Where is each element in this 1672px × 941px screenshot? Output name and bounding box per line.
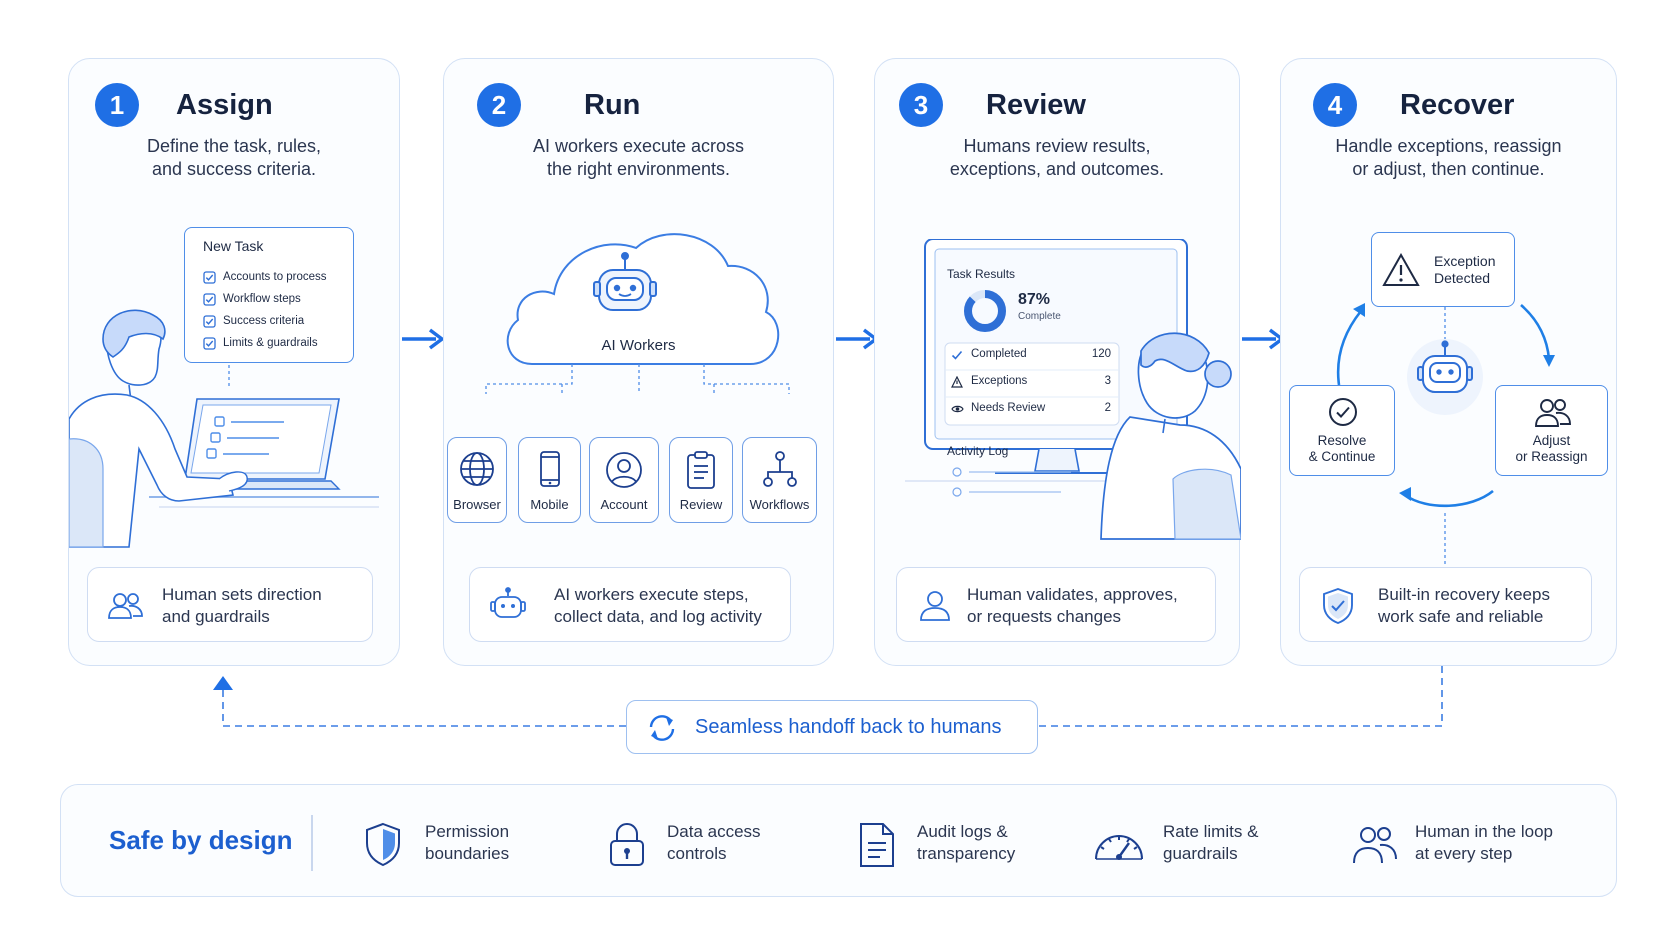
tile-review: Review xyxy=(669,437,733,523)
checkbox-icon xyxy=(203,336,216,350)
flow-arrow-icon xyxy=(836,328,878,350)
checkbox-icon xyxy=(203,314,216,328)
workflow-icon xyxy=(762,451,797,487)
completion-donut-arc xyxy=(964,290,1006,332)
eye-icon xyxy=(951,405,964,413)
refresh-icon xyxy=(649,715,675,741)
handoff-loop-lines xyxy=(213,666,1443,727)
tile-mobile: Mobile xyxy=(518,437,581,523)
account-icon xyxy=(606,452,642,488)
task-item: Accounts to process xyxy=(203,266,327,288)
shield-icon xyxy=(366,822,400,867)
step-number: 3 xyxy=(899,83,943,127)
handoff-pill: Seamless handoff back to humans xyxy=(626,700,1038,754)
ai-cloud-illustration xyxy=(485,233,790,394)
activity-log-lines xyxy=(952,467,1071,497)
users-icon xyxy=(1535,399,1571,427)
gauge-icon xyxy=(1095,835,1143,860)
step-title: Recover xyxy=(1400,89,1515,121)
divider xyxy=(311,815,313,871)
task-item: Limits & guardrails xyxy=(203,332,327,354)
robot-icon xyxy=(490,587,526,618)
completion-percent: 87% xyxy=(1018,291,1051,308)
users-icon xyxy=(108,593,143,619)
tile-account: Account xyxy=(589,437,659,523)
step-description: Humans review results,exceptions, and ou… xyxy=(949,136,1165,179)
flow-arrow-icon xyxy=(1242,328,1284,350)
tile-browser: Browser xyxy=(447,437,507,523)
cloud-label: AI Workers xyxy=(601,337,676,354)
new-task-card: New Task Accounts to process Workflow st… xyxy=(184,227,354,363)
step-number: 2 xyxy=(477,83,521,127)
person-at-laptop-illustration xyxy=(69,309,379,548)
user-icon xyxy=(920,591,950,621)
step-number: 4 xyxy=(1313,83,1357,127)
step-title: Review xyxy=(986,89,1086,121)
task-item: Workflow steps xyxy=(203,288,327,310)
lock-icon xyxy=(610,823,644,866)
checkbox-icon xyxy=(203,292,216,306)
resolve-continue-card: Resolve& Continue xyxy=(1289,385,1395,476)
step-number: 1 xyxy=(95,83,139,127)
safe-title: Safe by design xyxy=(109,825,293,855)
users-icon xyxy=(1353,827,1397,864)
task-item: Success criteria xyxy=(203,310,327,332)
globe-icon xyxy=(460,452,494,486)
warning-icon xyxy=(1382,253,1420,286)
task-results-title: Task Results xyxy=(947,267,1016,281)
step-description: Define the task, rules,and success crite… xyxy=(146,136,322,179)
mobile-phone-icon xyxy=(539,451,560,487)
recovery-cycle-illustration xyxy=(1336,303,1555,569)
check-circle-icon xyxy=(1329,398,1357,426)
step-title: Run xyxy=(584,89,641,121)
run-caption: AI workers execute steps,collect data, a… xyxy=(469,567,791,642)
activity-log-title: Activity Log xyxy=(947,444,1009,458)
handoff-label: Seamless handoff back to humans xyxy=(695,716,1002,738)
document-icon xyxy=(860,823,894,867)
monitor-illustration xyxy=(905,239,1241,540)
step-title: Assign xyxy=(176,89,273,121)
check-icon xyxy=(951,350,963,360)
flow-arrow-icon xyxy=(402,328,444,350)
checkbox-icon xyxy=(203,270,216,284)
clipboard-icon xyxy=(687,451,715,489)
warning-icon xyxy=(951,376,963,388)
completion-label: Complete xyxy=(1018,311,1061,322)
new-task-title: New Task xyxy=(203,238,264,254)
tile-workflows: Workflows xyxy=(742,437,817,523)
step-panel-assign: 1 Assign Define the task, rules,and succ… xyxy=(68,58,400,666)
shield-check-icon xyxy=(1323,587,1353,625)
step-panel-review: 3 Review Humans review results,exception… xyxy=(874,58,1241,666)
review-caption: Human validates, approves,or requests ch… xyxy=(896,567,1216,642)
